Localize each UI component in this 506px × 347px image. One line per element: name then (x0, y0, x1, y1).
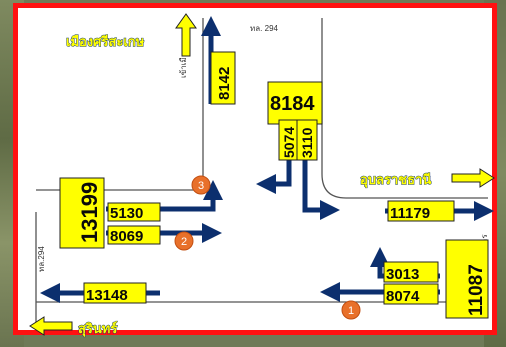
place-north: เมืองศรีสะเกษ (66, 34, 145, 49)
count-west-upper: 5130 (110, 205, 143, 222)
count-south-upper: 3013 (386, 266, 419, 283)
road-label-hwy-north: ทล. 294 (250, 24, 279, 33)
badges: 1 2 3 (175, 176, 360, 319)
count-west-total: 13199 (77, 182, 102, 243)
road-edge-ne (322, 18, 488, 198)
count-west-lower: 8069 (110, 228, 143, 245)
count-west-out: 13148 (86, 287, 128, 304)
count-south-lower: 8074 (386, 288, 420, 305)
badge-2-label: 2 (181, 236, 187, 248)
badge-3-label: 3 (198, 180, 204, 192)
count-north-total: 8184 (270, 93, 315, 115)
badge-1-label: 1 (348, 305, 354, 317)
place-east: อุบลราชธานี (360, 172, 431, 188)
place-west: สุรินทร์ (78, 321, 117, 337)
count-east-out: 11179 (390, 205, 430, 222)
flow-arrows (50, 26, 484, 293)
road-label-hwy-west: ทล.294 (37, 246, 46, 272)
count-north-right: 3110 (299, 127, 315, 158)
count-north-bound: 8142 (216, 67, 233, 100)
count-south-total: 11087 (466, 264, 487, 316)
count-north-left: 5074 (281, 127, 297, 158)
yellow-arrow-icon-east (452, 169, 494, 187)
